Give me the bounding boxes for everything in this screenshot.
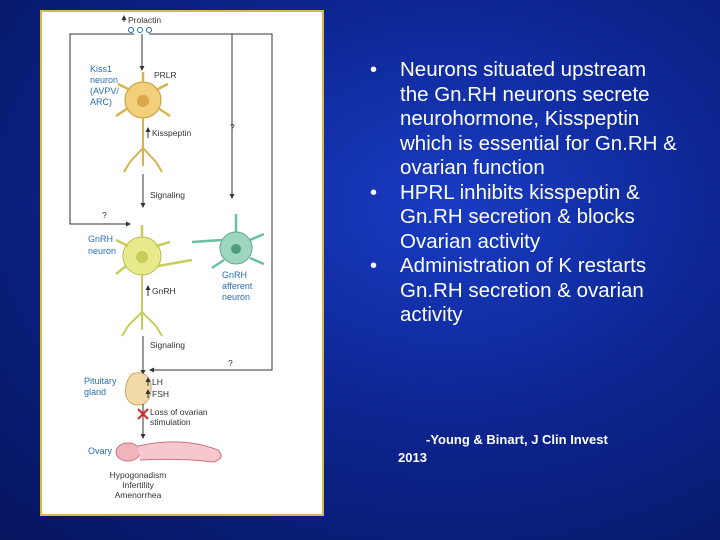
outcome-amenorrhea: Amenorrhea [115, 490, 162, 500]
kiss1-label-line1: Kiss1 [90, 64, 112, 74]
ovary-label: Ovary [88, 446, 113, 456]
kiss1-label-line2: neuron [90, 75, 118, 85]
fsh-label: FSH [152, 389, 169, 399]
gnrh-afferent-neuron [191, 214, 265, 270]
question-mark-3: ? [228, 358, 233, 368]
bullet-list: Neurons situated upstream the Gn.RH neur… [368, 58, 678, 328]
signaling-label-1: Signaling [150, 190, 185, 200]
prlr-label: PRLR [154, 70, 177, 80]
pituitary-label-line2: gland [84, 387, 106, 397]
citation: -Young & Binart, J Clin Invest 2013 [398, 431, 688, 467]
afferent-label-line3: neuron [222, 292, 250, 302]
gnrh-label: GnRH [152, 286, 176, 296]
prolactin-loop-right [149, 33, 273, 373]
ovary-illustration [115, 441, 222, 463]
outcome-hypogonadism: Hypogonadism [110, 470, 167, 480]
pituitary-label-line1: Pituitary [84, 376, 117, 386]
loss-label-line1: Loss of ovarian [150, 407, 208, 417]
pathway-figure: Prolactin Kiss1 neuron (AVPV/ ARC) PRLR … [40, 10, 324, 516]
afferent-label-line2: afferent [222, 281, 253, 291]
prolactin-loop-left [69, 33, 134, 227]
loss-label-line2: stimulation [150, 417, 191, 427]
gnrh-neuron-label-line2: neuron [88, 246, 116, 256]
bullet-item-2: HPRL inhibits kisspeptin & Gn.RH secreti… [368, 181, 678, 255]
kiss1-label-line4: ARC) [90, 97, 112, 107]
prolactin-label: Prolactin [128, 15, 161, 25]
bullet-item-3: Administration of K restarts Gn.RH secre… [368, 254, 678, 328]
prolactin-molecules [128, 27, 152, 33]
question-mark-1: ? [230, 122, 235, 132]
lh-label: LH [152, 377, 163, 387]
outcome-infertility: Infertility [122, 480, 154, 490]
bullet-item-1: Neurons situated upstream the Gn.RH neur… [368, 58, 678, 181]
kiss1-neuron [115, 72, 171, 173]
block-x-icon [137, 408, 149, 420]
pathway-diagram: Prolactin Kiss1 neuron (AVPV/ ARC) PRLR … [69, 15, 273, 500]
question-mark-2: ? [102, 210, 107, 220]
signaling-label-2: Signaling [150, 340, 185, 350]
kisspeptin-label: Kisspeptin [152, 128, 191, 138]
gnrh-neuron-label-line1: GnRH [88, 234, 113, 244]
citation-line1: -Young & Binart, J Clin Invest [426, 432, 608, 447]
pituitary-gland [125, 372, 152, 406]
citation-line2: 2013 [398, 450, 427, 465]
gnrh-neuron [115, 225, 193, 337]
kiss1-label-line3: (AVPV/ [90, 86, 119, 96]
afferent-label-line1: GnRH [222, 270, 247, 280]
